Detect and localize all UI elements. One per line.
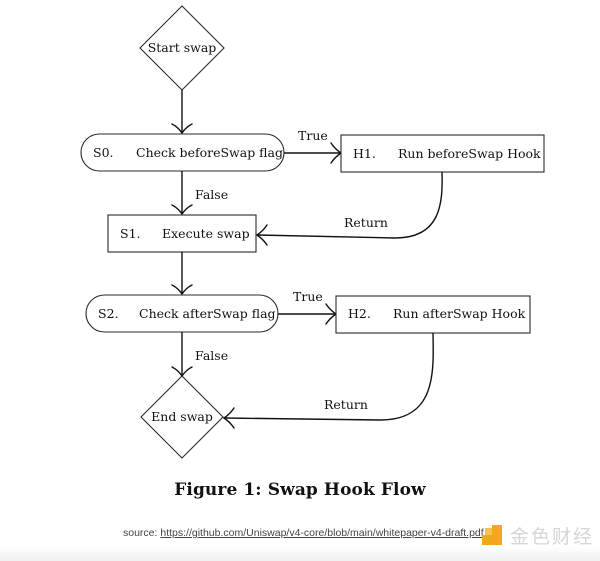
node-s2: S2. Check afterSwap flag — [85, 294, 279, 333]
arrowhead-down-icon — [171, 123, 193, 135]
h2-id: H2. — [348, 306, 371, 321]
node-s0: S0. Check beforeSwap flag — [80, 133, 285, 172]
edge-label-return-2: Return — [324, 397, 368, 412]
node-h2: H2. Run afterSwap Hook — [335, 295, 531, 334]
edge-h1-to-s1: Return — [255, 171, 443, 246]
node-end-swap: End swap — [140, 375, 224, 459]
swap-hook-flow-diagram: Start swap S0. Check beforeSwap flag Tru… — [80, 5, 545, 459]
edge-s2-to-h2: True — [278, 289, 338, 325]
s1-rect-shape — [107, 214, 257, 253]
h2-label: Run afterSwap Hook — [393, 306, 526, 321]
source-line: source: https://github.com/Uniswap/v4-co… — [123, 527, 484, 539]
edge-return-curve — [256, 171, 443, 239]
edge-s1-to-s2 — [171, 252, 193, 296]
figure-caption: Figure 1: Swap Hook Flow — [174, 480, 426, 500]
s2-id: S2. — [98, 306, 119, 321]
edge-label-false-1: False — [195, 187, 228, 202]
node-h1: H1. Run beforeSwap Hook — [340, 134, 545, 173]
source-prefix: source: — [123, 527, 161, 539]
watermark: 金色财经 — [482, 522, 594, 548]
watermark-logo-icon — [482, 525, 502, 545]
arrowhead-down-icon — [171, 204, 193, 216]
s1-label: Execute swap — [162, 226, 250, 241]
edge-label-false-2: False — [195, 348, 228, 363]
start-label: Start swap — [148, 40, 217, 55]
arrowhead-left-icon — [222, 407, 235, 429]
source-link[interactable]: https://github.com/Uniswap/v4-core/blob/… — [160, 527, 484, 539]
end-label: End swap — [151, 409, 213, 424]
h1-id: H1. — [353, 146, 376, 161]
edge-start-to-s0 — [171, 90, 193, 135]
bottom-fade — [0, 547, 600, 561]
edge-s0-to-s1: False — [171, 171, 228, 216]
s0-id: S0. — [93, 145, 114, 160]
edge-label-true-2: True — [293, 289, 323, 304]
edge-s0-to-h1: True — [284, 128, 343, 164]
s0-label: Check beforeSwap flag — [136, 145, 283, 160]
edge-label-return-1: Return — [344, 215, 388, 230]
edge-h2-to-end: Return — [222, 332, 434, 429]
node-start-swap: Start swap — [139, 5, 225, 91]
end-diamond-shape — [140, 375, 224, 459]
s1-id: S1. — [120, 226, 141, 241]
edge-s2-to-end: False — [171, 332, 228, 378]
edge-label-true-1: True — [298, 128, 328, 143]
node-s1: S1. Execute swap — [107, 214, 257, 253]
arrowhead-down-icon — [171, 284, 193, 296]
arrowhead-left-icon — [255, 224, 268, 246]
h1-label: Run beforeSwap Hook — [398, 146, 541, 161]
watermark-text: 金色财经 — [510, 525, 595, 548]
edge-return-curve — [223, 332, 434, 421]
s2-label: Check afterSwap flag — [139, 306, 276, 321]
